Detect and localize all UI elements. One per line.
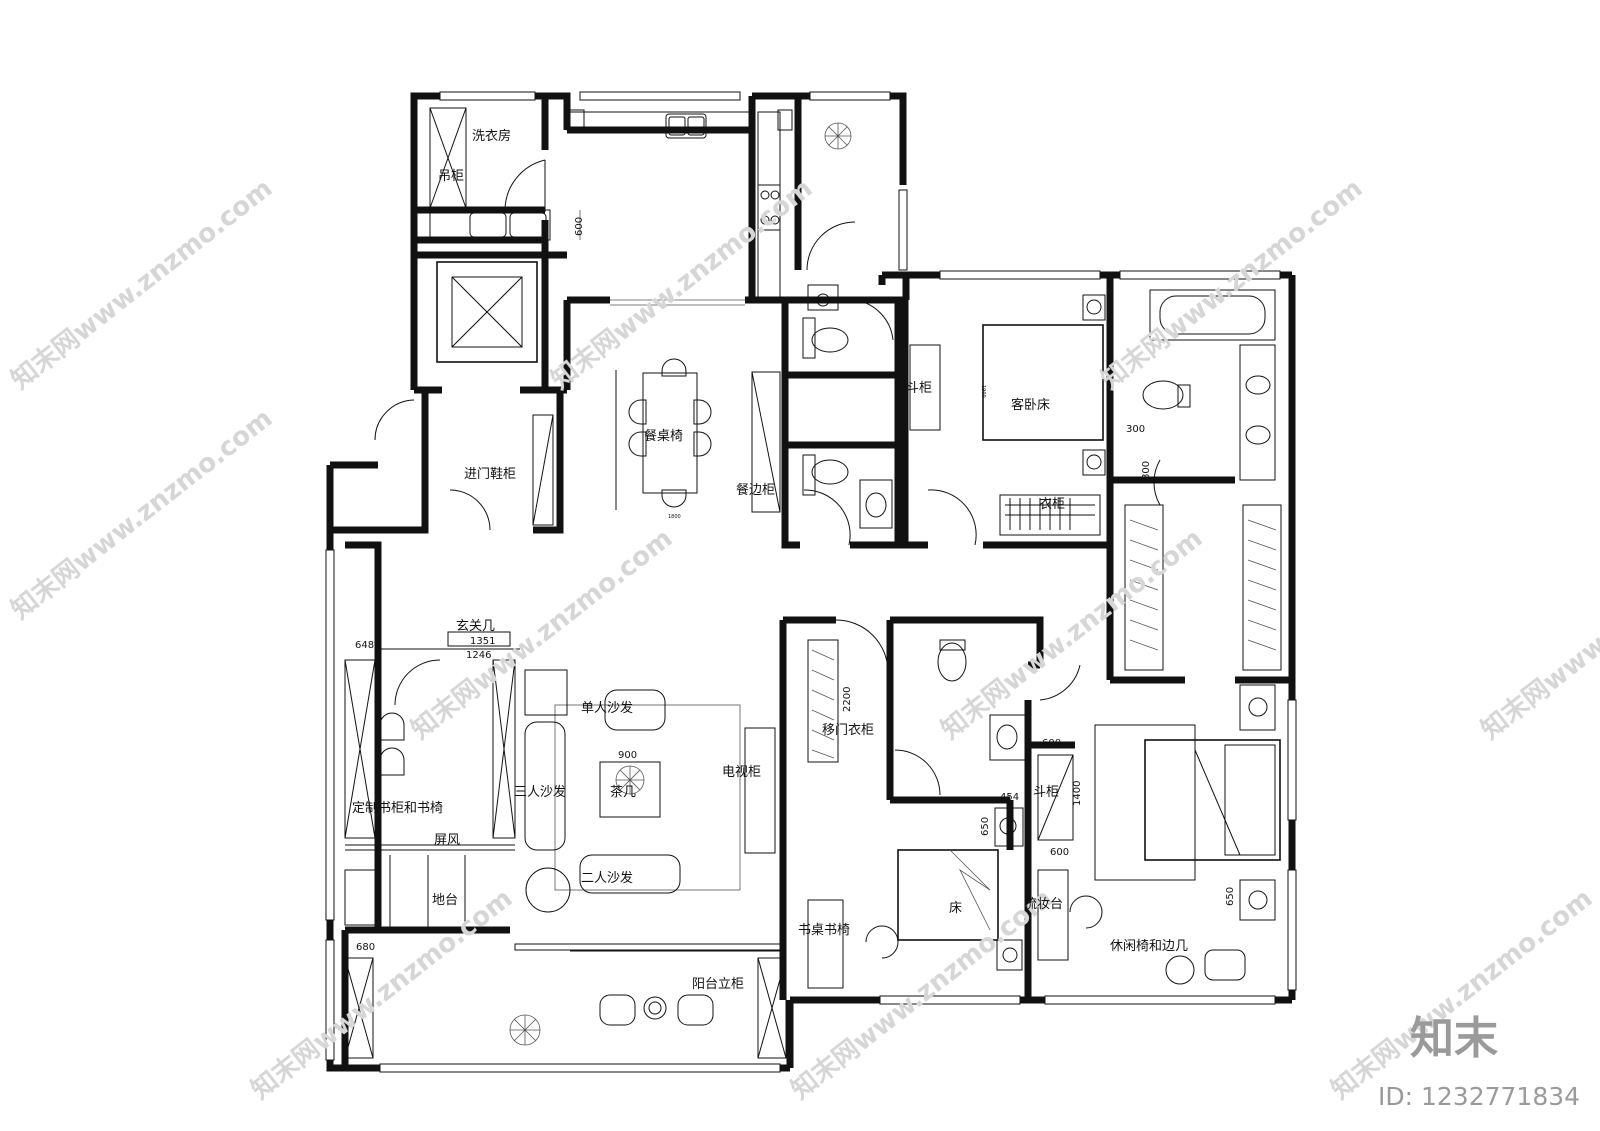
room-labels: 洗衣房 吊柜 进门鞋柜 餐桌椅 餐边柜 斗柜 客卧床 衣柜 玄关几 单人沙发 三… xyxy=(352,128,1188,992)
plant-icon xyxy=(615,765,645,795)
dim-600-a: 600 xyxy=(1042,738,1061,749)
dim-600-b: 600 xyxy=(1050,847,1069,858)
label-foyer-table: 玄关几 xyxy=(456,619,495,634)
dim-454: 454 xyxy=(1000,792,1019,803)
plant-icon xyxy=(824,122,852,150)
watermark-text: 知末网www.znzmo.com xyxy=(406,523,678,745)
balcony xyxy=(344,957,787,1059)
dim-650-a: 650 xyxy=(980,817,991,836)
label-hanging-cabinet: 吊柜 xyxy=(438,169,464,184)
label-screen: 屏风 xyxy=(434,833,460,848)
dimension-labels: 600 1351 1246 648 680 900 2200 600 600 4… xyxy=(355,217,1236,953)
label-chest-cabinet-master: 斗柜 xyxy=(1033,785,1059,800)
label-leisure-chair: 休闲椅和边几 xyxy=(1110,939,1188,954)
dim-680: 680 xyxy=(356,942,375,953)
watermark-text: 知末网www.znzmo.com xyxy=(936,523,1208,745)
label-custom-bookcase: 定制书柜和书椅 xyxy=(352,801,443,816)
dim-1351: 1351 xyxy=(470,636,495,647)
label-sliding-wardrobe: 移门衣柜 xyxy=(822,722,874,738)
guest-bedroom xyxy=(909,294,1106,536)
watermark-text: 知末网www.znzmo.com xyxy=(6,403,278,625)
label-guest-bed: 客卧床 xyxy=(1011,397,1050,413)
label-coffee-table: 茶几 xyxy=(610,784,636,800)
master-wardrobes xyxy=(1124,504,1282,671)
kitchen xyxy=(566,109,793,306)
dim-1800: 1800 xyxy=(668,514,681,520)
plant-icon xyxy=(509,1014,541,1046)
dim-1400: 1400 xyxy=(1072,781,1083,806)
label-single-sofa: 单人沙发 xyxy=(581,700,633,716)
label-laundry: 洗衣房 xyxy=(472,128,511,144)
label-bed: 床 xyxy=(949,901,962,916)
watermark-text: 知末网www.znzmo.com xyxy=(1326,883,1598,1105)
label-desk-chair: 书桌书椅 xyxy=(798,923,850,938)
watermark-text: 知末网www.znzmo.com xyxy=(1476,523,1600,745)
dim-300: 300 xyxy=(1126,424,1145,435)
label-three-seat-sofa: 三人沙发 xyxy=(514,784,566,800)
label-entry-shoe-cabinet: 进门鞋柜 xyxy=(464,466,516,482)
watermark-layer: 知末网www.znzmo.com 知末网www.znzmo.com 知末网www… xyxy=(6,173,1600,1105)
dim-600-kitchen: 600 xyxy=(574,217,585,236)
dim-2200: 2200 xyxy=(842,687,853,712)
label-two-seat-sofa: 二人沙发 xyxy=(581,870,633,886)
bathrooms xyxy=(802,284,1276,971)
dim-1246: 1246 xyxy=(466,650,491,661)
dim-800: 800 xyxy=(1141,461,1152,480)
label-platform: 地台 xyxy=(432,893,458,908)
living-room xyxy=(344,631,776,930)
plant-icons xyxy=(509,122,852,1046)
watermark-text: 知末网www.znzmo.com xyxy=(6,173,278,395)
wardrobe-hangers xyxy=(1009,498,1071,530)
walls xyxy=(326,92,1296,1072)
laundry-fixtures xyxy=(429,107,554,526)
label-tv-cabinet: 电视柜 xyxy=(722,765,761,780)
doors xyxy=(374,159,1161,796)
dim-1900: 1900 xyxy=(980,385,986,398)
label-dining-side-cabinet: 餐边柜 xyxy=(736,482,775,498)
dim-648: 648 xyxy=(355,640,374,651)
label-dresser: 梳妆台 xyxy=(1024,897,1063,912)
master-bedroom xyxy=(807,639,1281,989)
brand-logo-text: 知末 xyxy=(1410,1013,1498,1064)
dim-900: 900 xyxy=(618,750,637,761)
label-dining-chairs: 餐桌椅 xyxy=(644,428,683,444)
label-balcony-cabinet: 阳台立柜 xyxy=(692,977,744,992)
image-id-text: ID: 1232771834 xyxy=(1378,1082,1580,1111)
dim-650-b: 650 xyxy=(1225,887,1236,906)
windows xyxy=(325,91,1297,1073)
dining xyxy=(615,358,781,513)
label-chest-cabinet-guest: 斗柜 xyxy=(906,381,932,396)
label-wardrobe: 衣柜 xyxy=(1039,496,1065,512)
watermark-text: 知末网www.znzmo.com xyxy=(1096,173,1368,395)
watermark-text: 知末网www.znzmo.com xyxy=(786,883,1058,1105)
